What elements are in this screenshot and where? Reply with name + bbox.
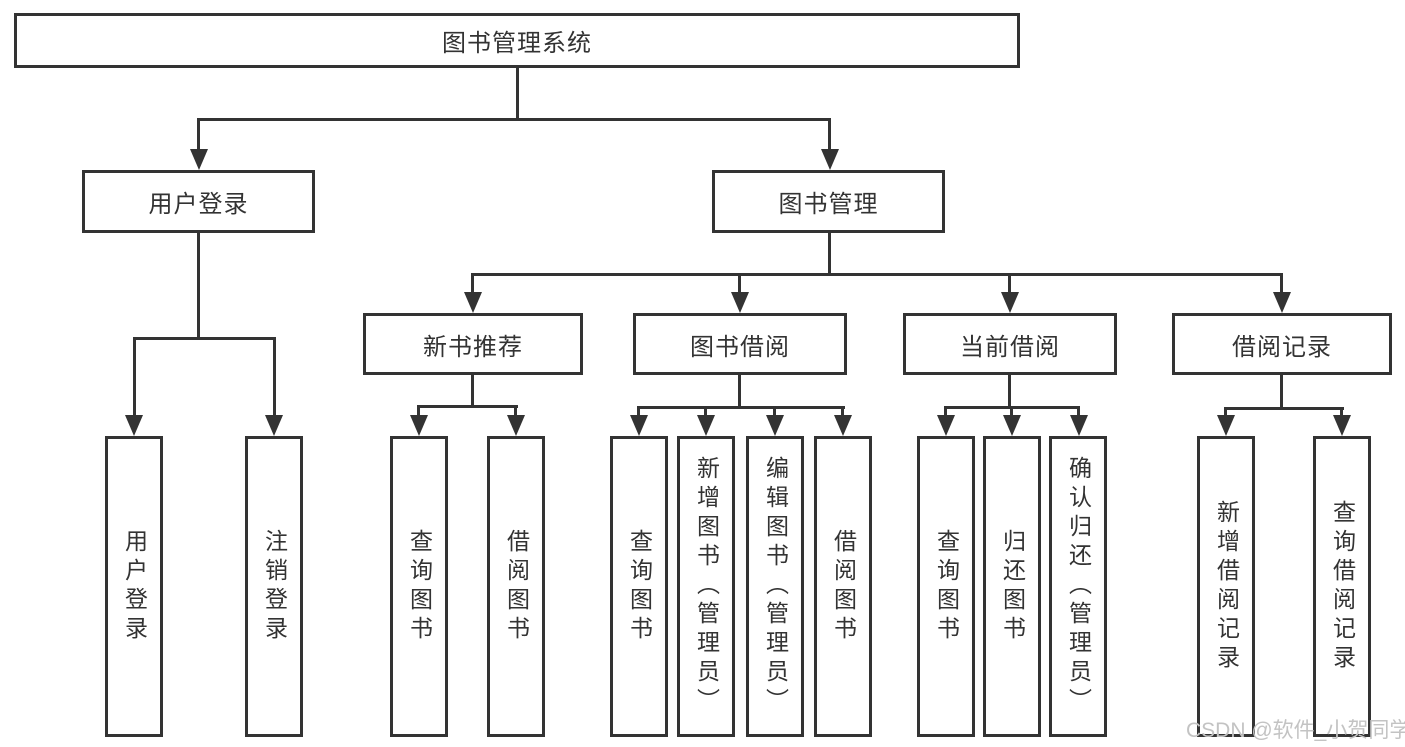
- connector-line: [828, 233, 831, 273]
- node-label: 查询图书: [933, 528, 960, 645]
- node-label: 借阅图书: [503, 528, 530, 645]
- node-label: 图书管理: [778, 191, 879, 218]
- connector-line: [1008, 375, 1011, 406]
- node-label: 确认归还（管理员）: [1065, 456, 1092, 717]
- node-borrow-record: 借阅记录: [1172, 313, 1392, 375]
- node-label: 当前借阅: [960, 333, 1060, 361]
- node-borrow-books-recommend: 借阅图书: [487, 436, 545, 737]
- node-label: 用户登录: [121, 528, 148, 645]
- connector-line: [773, 406, 776, 417]
- node-label: 查询图书: [406, 528, 433, 645]
- node-query-books-borrow: 查询图书: [610, 436, 668, 737]
- connector-line: [197, 233, 200, 337]
- connector-line: [133, 337, 276, 340]
- node-label: 图书借阅: [690, 333, 790, 361]
- connector-line: [944, 406, 947, 417]
- arrow-down-icon: [190, 149, 208, 170]
- connector-line: [704, 406, 707, 417]
- node-book-management: 图书管理: [712, 170, 945, 233]
- node-query-books-current: 查询图书: [917, 436, 975, 737]
- node-label: 新增借阅记录: [1213, 499, 1240, 674]
- connector-line: [841, 406, 844, 417]
- connector-line: [516, 68, 519, 118]
- node-edit-books-admin: 编辑图书（管理员）: [746, 436, 804, 737]
- connector-line: [1224, 407, 1344, 410]
- connector-line: [471, 375, 474, 405]
- arrow-down-icon: [821, 149, 839, 170]
- node-label: 用户登录: [148, 191, 249, 218]
- connector-line: [417, 405, 420, 417]
- connector-line: [471, 273, 1283, 276]
- connector-line: [471, 273, 474, 295]
- arrow-down-icon: [697, 415, 715, 436]
- arrow-down-icon: [630, 415, 648, 436]
- node-label: 图书管理系统: [442, 30, 592, 57]
- node-query-books-recommend: 查询图书: [390, 436, 448, 737]
- arrow-down-icon: [1217, 415, 1235, 436]
- arrow-down-icon: [507, 415, 525, 436]
- node-add-books-admin: 新增图书（管理员）: [677, 436, 735, 737]
- node-logout: 注销登录: [245, 436, 303, 737]
- connector-line: [738, 273, 741, 295]
- connector-line: [828, 118, 831, 152]
- node-label: 新书推荐: [423, 333, 523, 361]
- node-label: 借阅记录: [1232, 333, 1332, 361]
- node-confirm-return-admin: 确认归还（管理员）: [1049, 436, 1107, 737]
- arrow-down-icon: [1003, 415, 1021, 436]
- connector-line: [1280, 273, 1283, 295]
- node-query-borrow-record: 查询借阅记录: [1313, 436, 1371, 737]
- arrow-down-icon: [125, 415, 143, 436]
- node-add-borrow-record: 新增借阅记录: [1197, 436, 1255, 737]
- connector-line: [197, 118, 831, 121]
- node-label: 编辑图书（管理员）: [762, 456, 789, 717]
- node-current-borrow: 当前借阅: [903, 313, 1117, 375]
- node-book-borrow: 图书借阅: [633, 313, 847, 375]
- csdn-watermark: CSDN @软件_小贺同学: [1186, 719, 1405, 742]
- arrow-down-icon: [834, 415, 852, 436]
- connector-line: [197, 118, 200, 152]
- arrow-down-icon: [464, 292, 482, 313]
- connector-line: [417, 405, 518, 408]
- node-return-books: 归还图书: [983, 436, 1041, 737]
- node-label: 归还图书: [999, 528, 1026, 645]
- node-label: 新增图书（管理员）: [693, 456, 720, 717]
- arrow-down-icon: [766, 415, 784, 436]
- node-borrow-books: 借阅图书: [814, 436, 872, 737]
- arrow-down-icon: [937, 415, 955, 436]
- arrow-down-icon: [1273, 292, 1291, 313]
- arrow-down-icon: [1070, 415, 1088, 436]
- connector-line: [1280, 375, 1283, 407]
- connector-line: [637, 406, 640, 417]
- connector-line: [1010, 406, 1013, 417]
- connector-line: [133, 337, 136, 417]
- node-label: 查询图书: [626, 528, 653, 645]
- connector-line: [1224, 407, 1227, 417]
- node-user-login-leaf: 用户登录: [105, 436, 163, 737]
- connector-line: [273, 337, 276, 417]
- connector-line: [514, 405, 517, 417]
- arrow-down-icon: [410, 415, 428, 436]
- connector-line: [1008, 273, 1011, 295]
- arrow-down-icon: [1001, 292, 1019, 313]
- node-label: 查询借阅记录: [1329, 499, 1356, 674]
- connector-line: [637, 406, 845, 409]
- connector-line: [738, 375, 741, 406]
- arrow-down-icon: [731, 292, 749, 313]
- node-label: 借阅图书: [830, 528, 857, 645]
- arrow-down-icon: [265, 415, 283, 436]
- node-label: 注销登录: [261, 528, 288, 645]
- node-user-login: 用户登录: [82, 170, 315, 233]
- arrow-down-icon: [1333, 415, 1351, 436]
- node-new-book-recommend: 新书推荐: [363, 313, 583, 375]
- connector-line: [1077, 406, 1080, 417]
- connector-line: [1340, 407, 1343, 417]
- node-library-management-system: 图书管理系统: [14, 13, 1020, 68]
